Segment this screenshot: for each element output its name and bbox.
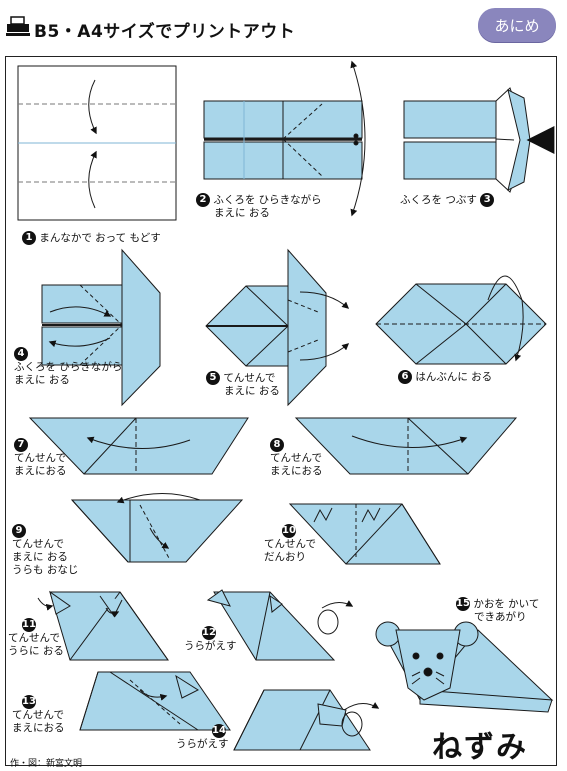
print-label: B5・A4サイズでプリントアウト [34, 22, 296, 42]
step-13-caption: 13 てんせんで まえにおる [12, 695, 65, 735]
step-number-badge: 9 [12, 524, 26, 538]
step-text: だんおり [264, 551, 306, 563]
step-number-badge: 7 [14, 438, 28, 452]
step-number-badge: 2 [196, 193, 210, 207]
step-3-figure [403, 87, 555, 193]
step-15-mouse [375, 621, 554, 713]
step-15-caption: 15 かおを かいて できあがり [456, 597, 539, 624]
step-13-figure [79, 671, 231, 731]
step-text: てんせんで [223, 372, 276, 384]
step-text: うらがえす [176, 738, 229, 750]
step-number-badge: 4 [14, 347, 28, 361]
step-11-caption: 11 てんせんで うらに おる [8, 618, 64, 658]
step-number-badge: 8 [270, 438, 284, 452]
model-title: ねずみ [432, 730, 528, 765]
step-6-caption: 6 はんぶんに おる [398, 370, 492, 384]
printer-icon [6, 16, 30, 36]
step-text: はんぶんに おる [415, 371, 493, 383]
step-5-figure [205, 248, 350, 407]
step-10-figure [288, 503, 441, 565]
step-2-caption: 2 ふくろを ひらきながら まえに おる [196, 193, 322, 220]
step-9-figure [70, 493, 244, 563]
step-3-caption: ふくろを つぶす 3 [400, 193, 495, 207]
step-1-caption: 1 まんなかで おって もどす [22, 231, 161, 245]
diagram-frame [5, 56, 557, 766]
step-number-badge: 10 [282, 524, 296, 538]
step-text: うらに おる [8, 645, 64, 657]
step-text: まえにおる [14, 465, 67, 477]
step-text: てんせんで [14, 452, 66, 464]
step-14-figure [233, 689, 380, 751]
step-text: まえに おる [214, 207, 270, 219]
step-text: できあがり [474, 611, 527, 623]
step-number-badge: 12 [202, 626, 216, 640]
step-text: ふくろを つぶす [400, 194, 477, 206]
step-14-caption: 14 うらがえす [176, 724, 229, 751]
step-number-badge: 14 [212, 724, 226, 738]
step-1-figure [17, 65, 177, 221]
step-8-caption: 8 てんせんで まえにおる [270, 438, 323, 478]
step-text: てんせんで [270, 452, 322, 464]
step-text: まんなかで おって もどす [39, 232, 161, 244]
step-number-badge: 1 [22, 231, 36, 245]
step-number-badge: 13 [22, 695, 36, 709]
step-number-badge: 6 [398, 370, 412, 384]
step-text: てんせんで [12, 709, 64, 721]
step-text: ふくろを ひらきながら [213, 194, 322, 206]
step-text: まえに おる [224, 385, 280, 397]
credit: 作・図：新宮文明 [10, 759, 83, 769]
header-bar: B5・A4サイズでプリントアウト あにめ [0, 0, 567, 56]
step-text: てんせんで [12, 538, 64, 550]
step-9-caption: 9 てんせんで まえに おる うらも おなじ [12, 524, 78, 577]
step-number-badge: 11 [22, 618, 36, 632]
step-4-caption: 4 ふくろを ひらきながら まえに おる [14, 347, 122, 387]
step-12-figure [206, 589, 354, 661]
step-text: うらがえす [184, 640, 237, 652]
step-2-figure [203, 60, 366, 217]
step-6-figure [375, 275, 547, 365]
step-text: てんせんで [8, 632, 60, 644]
step-7-caption: 7 てんせんで まえにおる [14, 438, 67, 478]
step-text: まえにおる [270, 465, 323, 477]
step-10-caption: 10 てんせんで だんおり [264, 524, 316, 564]
step-text: ふくろを ひらきながら [14, 361, 123, 373]
step-7-figure [28, 417, 249, 475]
step-4-figure [41, 248, 161, 407]
anime-button[interactable]: あにめ [478, 8, 556, 42]
step-8-figure [294, 417, 518, 475]
step-text: まえに おる [12, 551, 68, 563]
step-text: まえに おる [14, 374, 70, 386]
step-text: まえにおる [12, 722, 65, 734]
step-text: てんせんで [264, 538, 316, 550]
step-number-badge: 5 [206, 371, 220, 385]
step-5-caption: 5 てんせんで まえに おる [206, 371, 280, 398]
step-text: うらも おなじ [12, 564, 79, 576]
step-12-caption: 12 うらがえす [184, 626, 237, 653]
step-number-badge: 3 [480, 193, 495, 207]
step-text: かおを かいて [473, 598, 540, 610]
step-number-badge: 15 [456, 597, 470, 611]
step-11-figure [37, 590, 169, 661]
